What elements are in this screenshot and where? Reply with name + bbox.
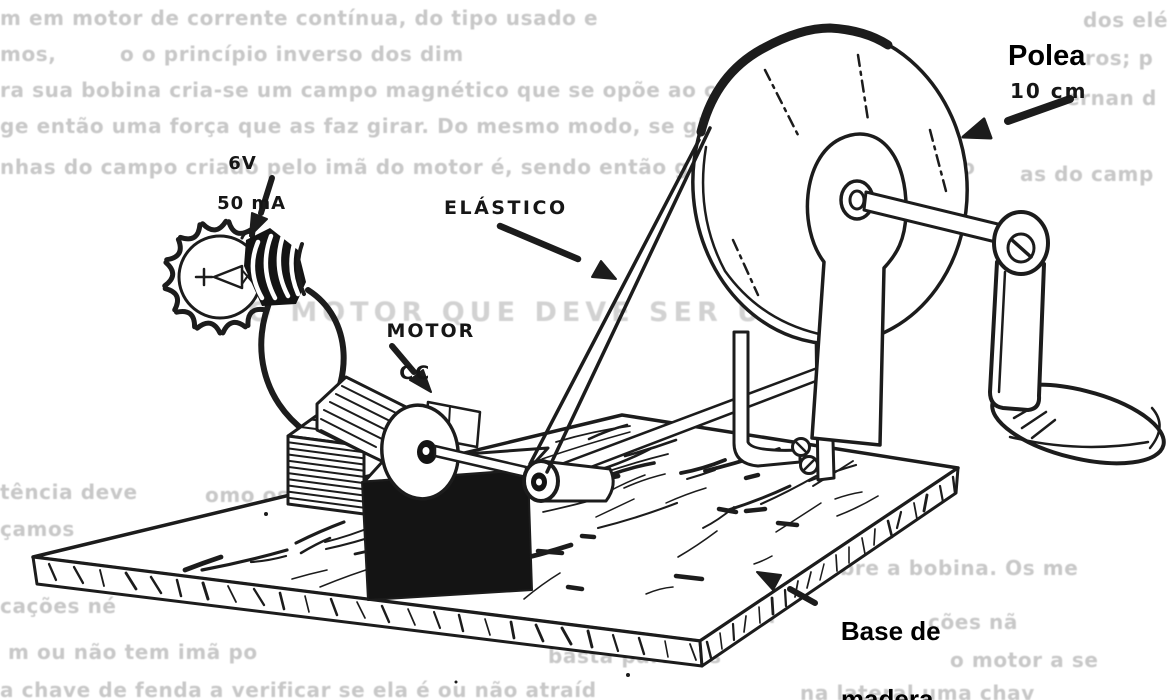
faded-text-fragment: m em motor de corrente contínua, do tipo… xyxy=(0,6,599,30)
pulley-size-label: 10 cm xyxy=(1010,79,1088,103)
pulley-rim-line xyxy=(701,145,821,336)
bulb-rating-line1: 6V xyxy=(228,153,257,174)
dc-motor xyxy=(315,375,528,501)
faded-text-fragment: ções nã xyxy=(928,610,1018,634)
faded-text-fragment: m ou não tem imã po xyxy=(8,640,258,664)
faded-text-fragment: o o princípio inverso dos dim xyxy=(120,42,464,66)
arrow-to-pulley xyxy=(961,95,1074,140)
arrow-to-motor xyxy=(389,343,432,393)
elastic-label: ELÁSTICO xyxy=(444,197,568,219)
arrow-to-bulb xyxy=(249,175,275,237)
faded-text-fragment: ros; p xyxy=(1085,46,1154,70)
stand-bolts xyxy=(791,437,819,475)
elastic-belt xyxy=(528,126,712,474)
paper-specks xyxy=(264,512,630,684)
arrow-to-base xyxy=(756,571,818,606)
light-rays xyxy=(162,218,271,336)
crank-assembly xyxy=(862,190,1166,466)
faded-text-fragment: a chave de fenda a verificar se ela é ou… xyxy=(0,678,597,700)
base-label: Base de madera xyxy=(812,580,941,700)
base-label-line1: Base de xyxy=(840,616,941,646)
faded-text-fragment: dos elé xyxy=(1083,8,1169,32)
faded-text-fragment: as do camp xyxy=(1020,162,1154,186)
faded-text-fragment: cações né xyxy=(0,594,117,618)
bulb-rating-label: 6V 50 mA xyxy=(188,134,285,234)
faded-text-fragment: na lateral uma chav xyxy=(800,681,1035,700)
light-bulb xyxy=(162,218,306,336)
callout-arrows xyxy=(249,95,1074,606)
faded-text-fragment: o motor a se xyxy=(950,648,1099,672)
faded-text-fragment: çamos xyxy=(0,517,75,541)
motor-label-line2: CC xyxy=(399,362,432,384)
pulley-label: Polea xyxy=(1008,40,1086,72)
belt-on-rim xyxy=(696,23,893,137)
faded-text-fragment: ge então uma força que as faz girar. Do … xyxy=(0,114,784,138)
motor-label-line1: MOTOR xyxy=(386,320,476,342)
faded-text-fragment: tência deve xyxy=(0,480,138,504)
bulb-socket-coil xyxy=(240,228,306,306)
faded-text-fragment: ra sua bobina cria-se um campo magnético… xyxy=(0,78,802,102)
shaft-roller xyxy=(522,459,615,503)
base-label-line2: madera xyxy=(840,684,934,700)
arrow-to-elastic xyxy=(496,222,617,280)
bulb-rating-line2: 50 mA xyxy=(217,193,287,214)
faded-text-fragment: mos, xyxy=(0,42,57,66)
motor-label: MOTOR CC xyxy=(352,300,473,405)
pulley-face-marks xyxy=(731,53,949,297)
faded-text-fragment: ernan d xyxy=(1066,86,1157,110)
